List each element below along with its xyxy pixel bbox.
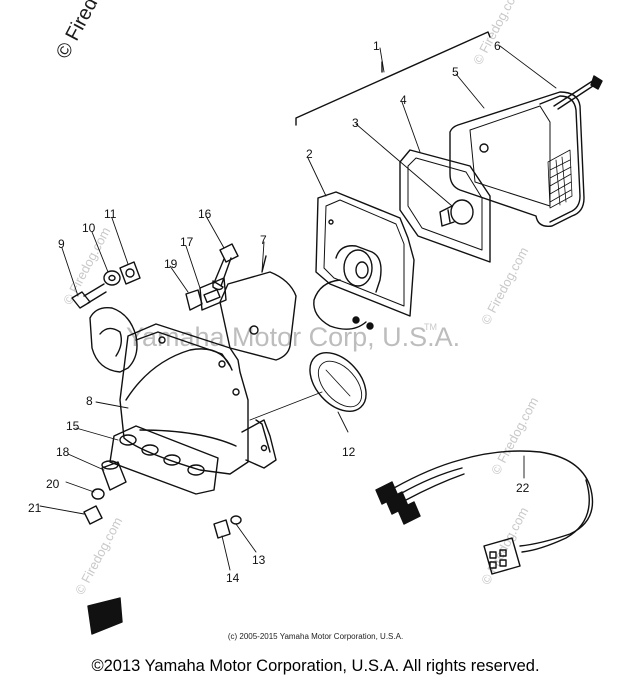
license-light	[109, 425, 219, 495]
callout-7: 7	[260, 233, 267, 247]
callout-21: 21	[28, 501, 42, 515]
callout-2: 2	[306, 147, 313, 161]
nut-11	[119, 261, 141, 285]
callout-11: 11	[104, 207, 117, 221]
callout-19: 19	[164, 257, 178, 271]
fwd-arrow-icon	[87, 597, 123, 635]
bolt-9	[71, 283, 107, 309]
lens-gasket	[399, 149, 491, 263]
nut-21	[83, 505, 103, 525]
callout-4: 4	[400, 93, 407, 107]
watermark-tm: TM	[424, 322, 437, 332]
assembly-bracket	[295, 31, 491, 126]
watermark-center: Yamaha Motor Corp, U.S.A.	[126, 322, 461, 352]
callout-numbers: 1 2 3 4 5 6 7 8 9 10 11 12 13 14 15 16 1…	[28, 39, 530, 585]
callout-16: 16	[198, 207, 212, 221]
main-bracket	[89, 307, 277, 475]
nut-19	[185, 289, 203, 311]
callout-3: 3	[352, 116, 359, 130]
callout-18: 18	[56, 445, 70, 459]
callout-8: 8	[86, 394, 93, 408]
callout-1: 1	[373, 39, 380, 53]
callout-22: 22	[516, 481, 530, 495]
callout-14: 14	[226, 571, 240, 585]
washer-13	[230, 515, 242, 525]
small-copyright: (c) 2005-2015 Yamaha Motor Corporation, …	[227, 632, 404, 641]
callout-6: 6	[494, 39, 501, 53]
callout-13: 13	[252, 553, 266, 567]
callout-5: 5	[452, 65, 459, 79]
callout-10: 10	[82, 221, 96, 235]
spacer-18	[101, 460, 127, 491]
callout-9: 9	[58, 237, 65, 251]
washer-10	[103, 270, 121, 286]
wire-harness	[375, 450, 594, 575]
light-housing	[313, 191, 415, 330]
bulb	[439, 199, 474, 227]
long-screw	[553, 75, 603, 110]
main-copyright: ©2013 Yamaha Motor Corporation, U.S.A. A…	[91, 657, 540, 675]
bolt-16	[212, 243, 239, 291]
callout-17: 17	[180, 235, 194, 249]
callout-20: 20	[46, 477, 60, 491]
tail-lens-cover	[449, 91, 585, 227]
nut-14	[213, 519, 231, 539]
reflector	[309, 352, 367, 412]
callout-15: 15	[66, 419, 80, 433]
leader-lines	[39, 45, 557, 571]
mounting-plate	[219, 255, 297, 361]
callout-12: 12	[342, 445, 356, 459]
washer-20	[91, 488, 105, 500]
